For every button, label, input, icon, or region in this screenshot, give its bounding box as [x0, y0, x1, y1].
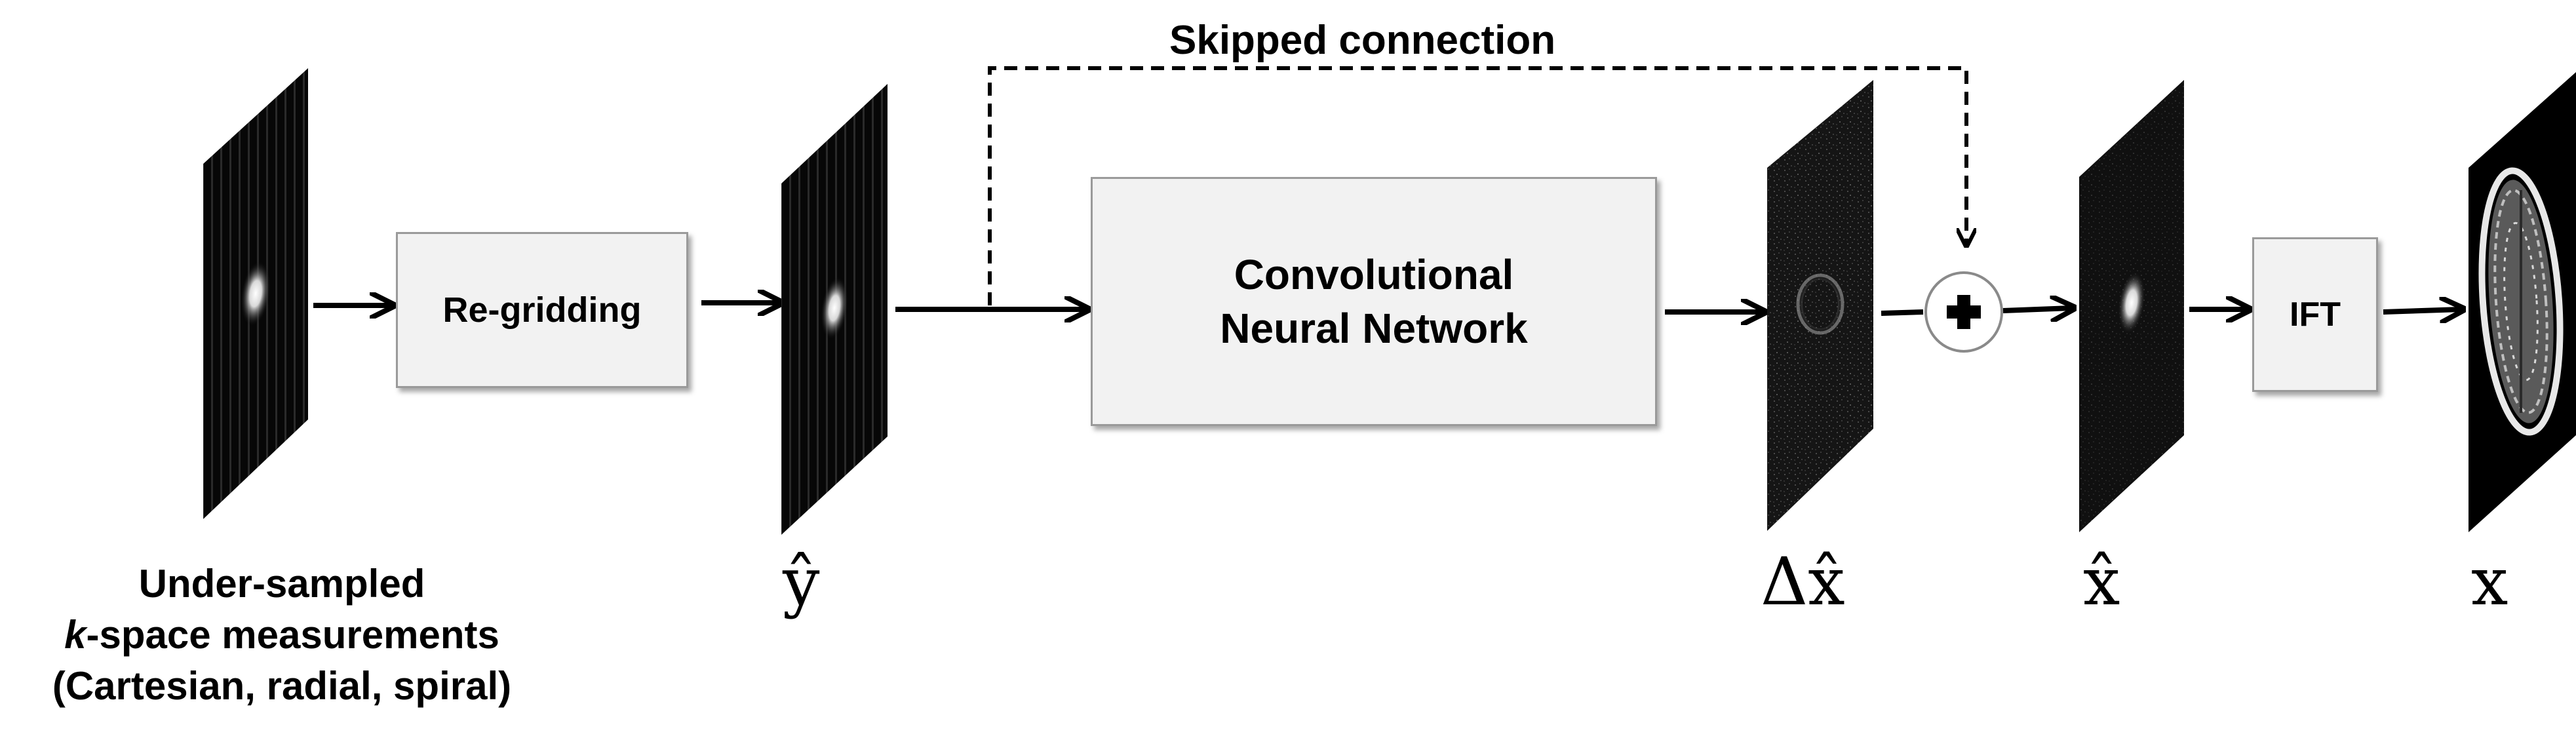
- input-caption-line1: Under-sampled: [138, 562, 425, 606]
- skip-connection-path: [988, 66, 1966, 305]
- skip-connection-label: Skipped connection: [1169, 18, 1556, 63]
- yhat-image: [781, 84, 888, 535]
- arrow-plus-to-xhat: [2002, 308, 2071, 311]
- symbol-x-hat: x̂: [2083, 543, 2120, 620]
- symbol-x: x: [2471, 543, 2508, 620]
- xhat-image: [2079, 80, 2184, 532]
- input-caption-line3: (Cartesian, radial, spiral): [52, 664, 512, 708]
- symbol-y-hat: ŷ: [783, 543, 820, 620]
- arrow-ift-to-x: [2383, 309, 2461, 312]
- input-caption-k: k: [64, 613, 87, 657]
- ift-label: IFT: [2290, 296, 2341, 334]
- input-caption-line2: k-space measurements: [26, 610, 537, 661]
- regridding-label: Re-gridding: [442, 290, 642, 330]
- plus-operator: [1924, 271, 2003, 353]
- cnn-label-line1: Convolutional: [1234, 251, 1514, 298]
- symbol-delta-x-hat: Δx̂: [1761, 543, 1845, 620]
- delta-xhat-image: [1767, 80, 1873, 531]
- input-caption-line2-rest: -space measurements: [86, 613, 499, 657]
- regridding-block: Re-gridding: [396, 232, 688, 388]
- cnn-label-line2: Neural Network: [1220, 305, 1528, 352]
- input-caption: Under-sampled k-space measurements (Cart…: [26, 558, 537, 712]
- ift-block: IFT: [2252, 237, 2378, 392]
- kspace-input-image: [203, 68, 308, 519]
- cnn-block: Convolutional Neural Network: [1091, 177, 1657, 426]
- arrow-dxhat-to-plus: [1881, 309, 1924, 316]
- x-brain-image: [2469, 72, 2576, 532]
